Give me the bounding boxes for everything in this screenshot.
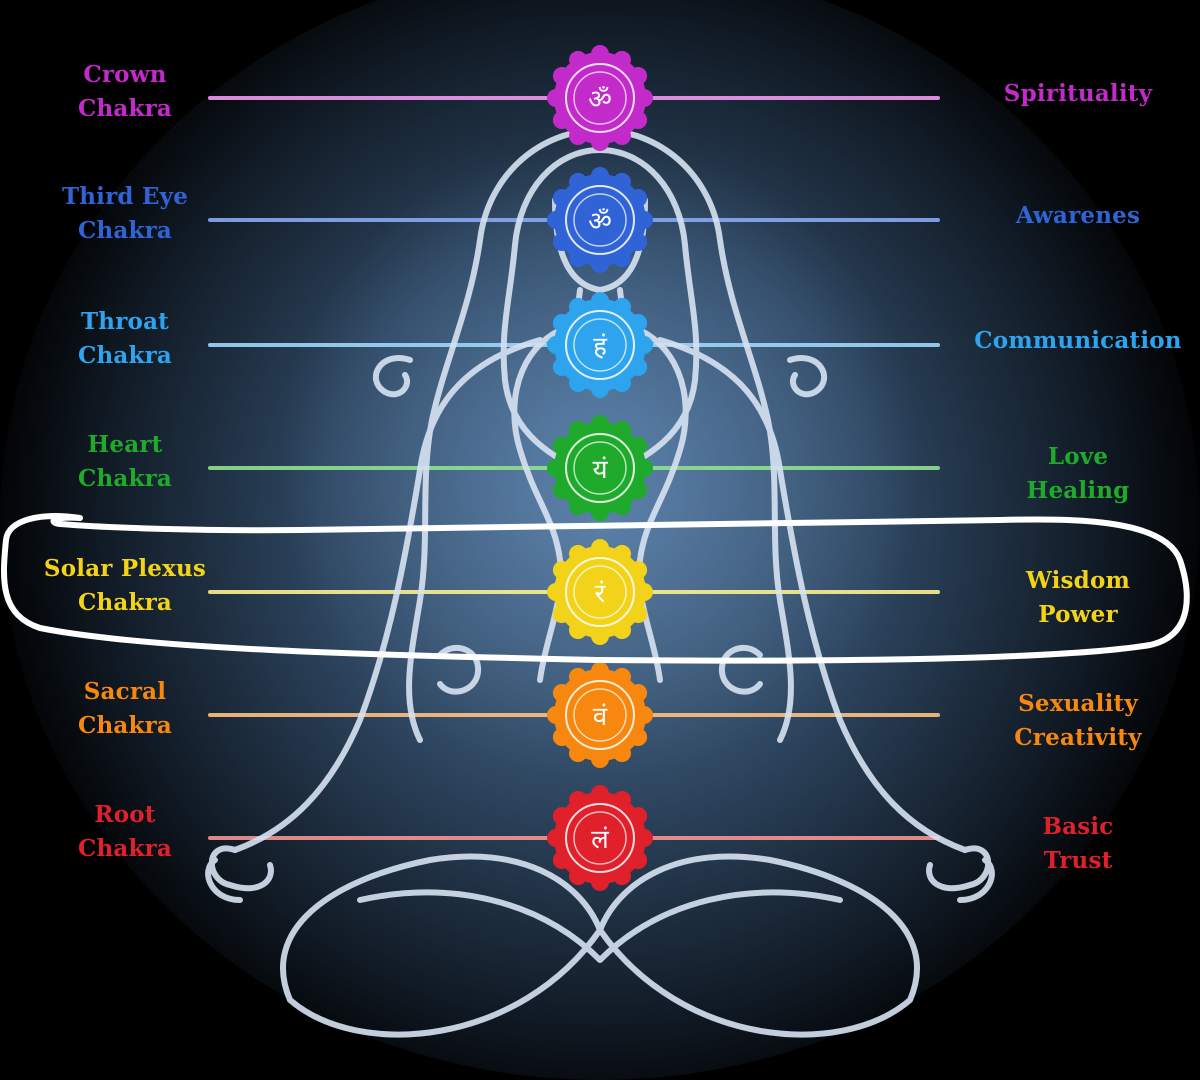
inner-ring-2 [573,71,627,125]
label-line: Throat [80,308,170,335]
highlight-loop [0,513,1190,664]
crossed-legs [280,853,920,1038]
heart-chakra-symbol: यं [547,415,653,521]
label-line: Communication [974,327,1182,354]
lotus-disc [554,546,646,638]
lotus-disc [554,52,646,144]
waist-curves [437,644,763,695]
inner-ring-2 [573,565,627,619]
label-line: Chakra [77,712,173,739]
hair-inner [500,147,700,483]
label-line: Chakra [77,589,173,616]
label-line: Heart [87,431,163,458]
label-line: Basic [1042,813,1114,840]
label-line: Third Eye [61,183,189,210]
left-curl [372,355,413,398]
inner-ring [565,433,635,503]
label-line: Sacral [83,678,167,705]
label-line: Chakra [77,835,173,862]
label-line: Sexuality [1018,690,1138,717]
left-arm [232,337,543,853]
third-eye-meaning-label: Awarenes [948,199,1200,233]
solar-plexus-chakra-symbol: रं [547,539,653,645]
label-line: Chakra [77,465,173,492]
label-line: Root [94,801,156,828]
label-line: Crown [83,61,167,88]
heart-seed-glyph: यं [592,455,608,485]
label-line: Healing [1026,477,1130,504]
crown-meaning-label: Spirituality [948,77,1200,111]
label-line: Solar Plexus [43,555,207,582]
inner-ring-2 [573,193,627,247]
right-arm [657,337,968,853]
lotus-disc [554,174,646,266]
root-chakra-symbol: लं [547,785,653,891]
inner-ring-2 [573,318,627,372]
label-line: Chakra [77,95,173,122]
throat-chakra-symbol: हं [547,292,653,398]
inner-ring [565,310,635,380]
inner-ring-2 [573,688,627,742]
label-line: Wisdom [1025,567,1131,594]
inner-ring [565,63,635,133]
left-hand [205,845,274,903]
label-line: Creativity [1014,724,1142,751]
label-line: Spirituality [1003,80,1153,107]
label-line: Power [1038,601,1118,628]
throat-seed-glyph: हं [593,332,608,362]
right-hand [926,845,995,903]
third-eye-seed-glyph: ॐ [588,207,612,237]
right-curl [787,355,828,398]
sacral-chakra-symbol: वं [547,662,653,768]
sacral-seed-glyph: वं [593,702,608,732]
label-line: Chakra [77,342,173,369]
chakra-symbols: ॐ ॐ हं यं रं वं लं [547,45,653,891]
inner-ring [565,680,635,750]
inner-ring-2 [573,811,627,865]
label-line: Awarenes [1015,202,1141,229]
label-line: Trust [1043,847,1113,874]
inner-ring [565,185,635,255]
third-eye-chakra-symbol: ॐ [547,167,653,273]
lotus-disc [554,299,646,391]
crown-seed-glyph: ॐ [588,85,612,115]
label-line: Love [1047,443,1109,470]
lotus-disc [554,792,646,884]
inner-ring [565,557,635,627]
label-line: Chakra [77,217,173,244]
torso [511,327,689,683]
lotus-disc [554,422,646,514]
inner-ring-2 [573,441,627,495]
throat-meaning-label: Communication [948,324,1200,358]
solar-plexus-seed-glyph: रं [595,579,607,609]
root-seed-glyph: लं [591,825,609,855]
inner-ring [565,803,635,873]
crown-chakra-symbol: ॐ [547,45,653,151]
lap [357,889,843,963]
lotus-disc [554,669,646,761]
